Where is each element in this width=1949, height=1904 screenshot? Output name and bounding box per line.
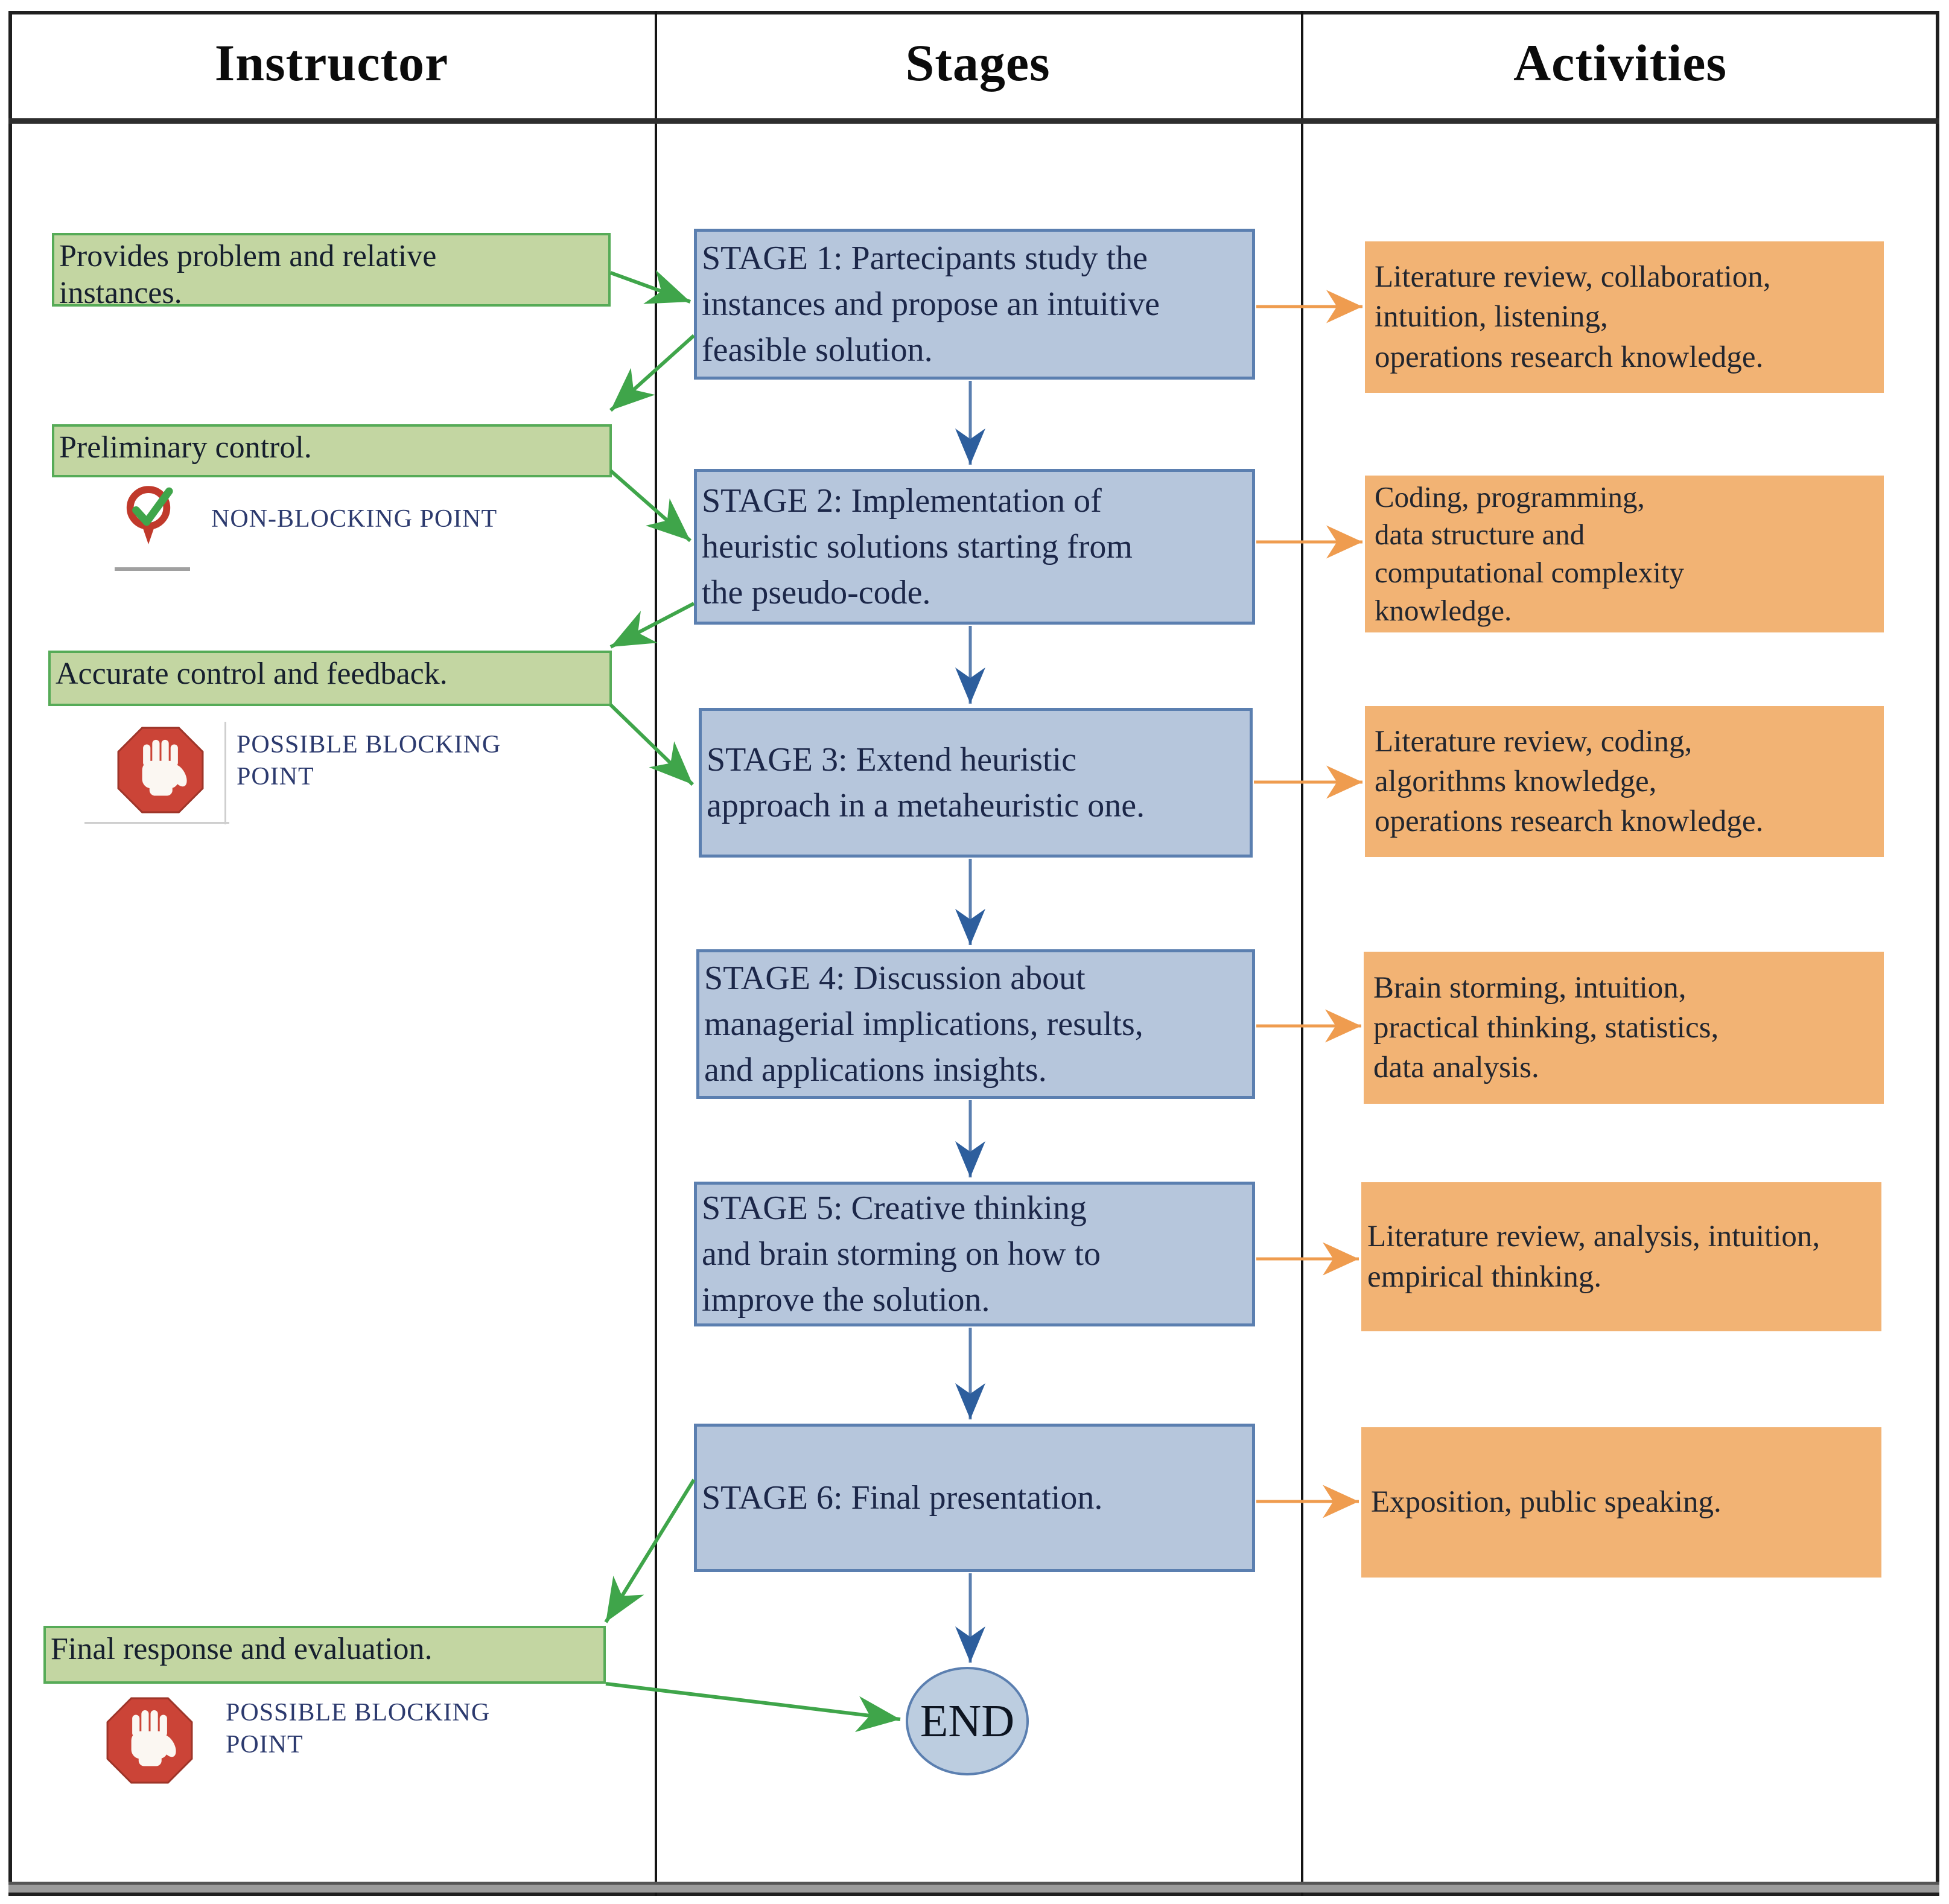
column-header-stages: Stages [905, 34, 1051, 92]
instructor-box-preliminary-control: Preliminary control. [52, 424, 612, 477]
table-outer-border [8, 11, 1939, 1896]
stage-box-5: STAGE 5: Creative thinking and brain sto… [694, 1182, 1255, 1326]
activity-box-2: Coding, programming, data structure and … [1365, 476, 1884, 632]
stage-box-4: STAGE 4: Discussion about managerial imp… [696, 949, 1255, 1099]
activity-box-6: Exposition, public speaking. [1361, 1427, 1881, 1578]
stage-box-6: STAGE 6: Final presentation. [694, 1424, 1255, 1572]
stop-hand-icon [106, 1697, 193, 1784]
stage-box-3: STAGE 3: Extend heuristic approach in a … [699, 708, 1253, 858]
check-pin-icon [126, 486, 173, 545]
instructor-box-provides-problem: Provides problem and relative instances. [52, 233, 611, 310]
icon-frame-line-vertical [224, 722, 226, 824]
table-bottom-border-shadow [8, 1885, 1939, 1893]
instructor-box-accurate-control: Accurate control and feedback. [48, 651, 612, 706]
table-bottom-border [8, 1882, 1939, 1885]
icon-frame-line-horizontal [84, 822, 229, 824]
checkpoint-label-possible-blocking-2: POSSIBLE BLOCKING POINT [226, 1699, 491, 1759]
end-terminator: END [906, 1667, 1029, 1775]
column-header-activities: Activities [1513, 34, 1727, 92]
icon-underline [115, 567, 190, 571]
checkpoint-label-non-blocking: NON-BLOCKING POINT [211, 505, 498, 533]
instructor-box-final-response: Final response and evaluation. [43, 1626, 606, 1684]
header-separator [8, 118, 1939, 124]
activity-box-3: Literature review, coding, algorithms kn… [1365, 706, 1884, 857]
activity-box-1: Literature review, collaboration, intuit… [1365, 241, 1884, 393]
activity-box-5: Literature review, analysis, intuition, … [1361, 1182, 1881, 1331]
stage-box-2: STAGE 2: Implementation of heuristic sol… [694, 469, 1255, 625]
activity-box-4: Brain storming, intuition, practical thi… [1364, 952, 1884, 1104]
checkpoint-label-possible-blocking-1: POSSIBLE BLOCKING POINT [237, 731, 501, 791]
column-divider-2 [1301, 11, 1303, 1896]
stop-hand-icon [117, 727, 204, 813]
column-header-instructor: Instructor [214, 34, 449, 92]
stage-box-1: STAGE 1: Partecipants study the instance… [694, 229, 1255, 380]
column-divider-1 [655, 11, 657, 1896]
